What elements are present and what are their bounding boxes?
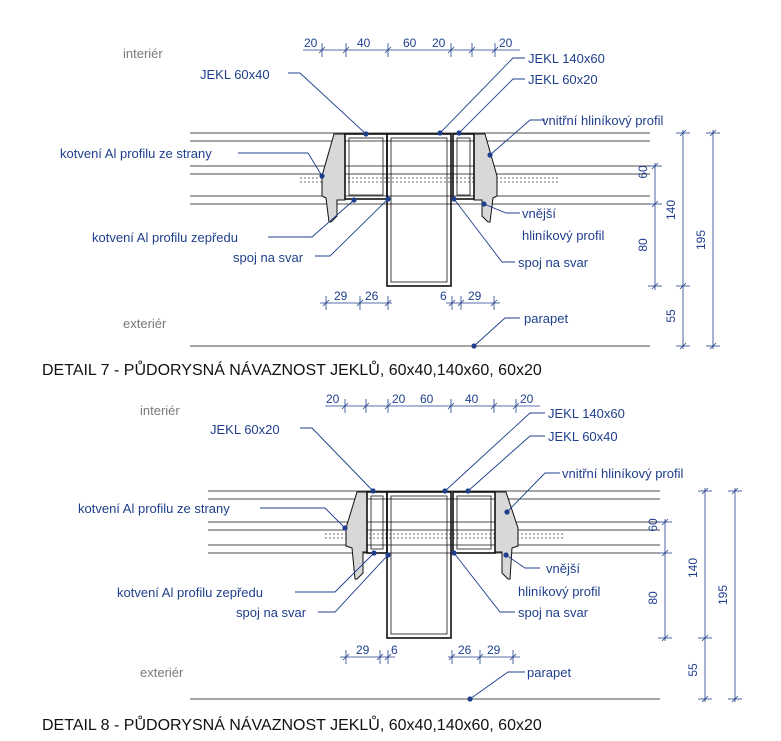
label-jekl-right: JEKL 60x20 — [528, 72, 598, 87]
label-side-anchor: kotvení Al profilu ze strany — [78, 501, 230, 516]
label-outer-profile-1: vnější — [522, 206, 556, 221]
interior-label: interiér — [140, 403, 180, 418]
dim-bottom-3: 6 — [440, 289, 447, 303]
dim-top-4: 40 — [465, 392, 479, 406]
exterior-label: exteriér — [140, 665, 184, 680]
leader-lines — [238, 57, 545, 347]
detail-8-title: DETAIL 8 - PŮDORYSNÁ NÁVAZNOST JEKLŮ, 60… — [42, 715, 542, 734]
top-dimension-chain: 20 40 60 20 20 — [303, 36, 520, 57]
wall-lines — [190, 132, 650, 347]
label-weld-right: spoj na svar — [518, 605, 589, 620]
dim-top-4: 20 — [432, 36, 446, 50]
interior-label: interiér — [123, 46, 163, 61]
label-inner-profile: vnitřní hliníkový profil — [542, 113, 663, 128]
dim-bottom-4: 29 — [468, 289, 482, 303]
dim-vert-195: 195 — [716, 585, 730, 605]
top-dimension-chain: 20 20 60 40 20 — [325, 392, 540, 413]
label-weld-left: spoj na svar — [233, 250, 304, 265]
label-jekl-left: JEKL 60x40 — [200, 67, 270, 82]
left-aluminium-profile — [321, 133, 346, 223]
dim-vert-195: 195 — [694, 230, 708, 250]
dim-vert-140: 140 — [686, 558, 700, 578]
label-side-anchor: kotvení Al profilu ze strany — [60, 146, 212, 161]
jekl-60x20 — [366, 491, 388, 554]
dim-bottom-2: 26 — [365, 289, 379, 303]
dim-vert-80: 80 — [636, 238, 650, 252]
label-outer-profile-1: vnější — [546, 561, 580, 576]
label-weld-right: spoj na svar — [518, 255, 589, 270]
dim-bottom-4: 29 — [487, 643, 501, 657]
vertical-dimension-chain: 60 80 140 55 195 — [636, 129, 720, 350]
exterior-label: exteriér — [123, 316, 167, 331]
dim-bottom-2: 6 — [391, 643, 398, 657]
label-parapet: parapet — [524, 311, 568, 326]
dim-bottom-3: 26 — [458, 643, 472, 657]
right-aluminium-profile — [473, 133, 498, 223]
jekl-140x60 — [386, 133, 452, 287]
dim-top-3: 60 — [420, 392, 434, 406]
jekl-60x40 — [344, 133, 388, 200]
dim-top-5: 20 — [499, 36, 513, 50]
bottom-dimension-chain: 29 26 6 29 — [320, 289, 500, 310]
dim-vert-60: 60 — [646, 518, 660, 532]
jekl-60x40 — [452, 491, 496, 554]
dim-top-1: 20 — [326, 392, 340, 406]
bottom-dimension-chain: 29 6 26 29 — [340, 643, 520, 664]
label-weld-left: spoj na svar — [236, 605, 307, 620]
jekl-60x20 — [452, 133, 475, 200]
detail-7-title: DETAIL 7 - PŮDORYSNÁ NÁVAZNOST JEKLŮ, 60… — [42, 360, 542, 379]
dim-bottom-1: 29 — [334, 289, 348, 303]
dim-top-2: 20 — [392, 392, 406, 406]
label-parapet: parapet — [527, 665, 571, 680]
detail-7: interiér exteriér 20 40 60 20 20 — [42, 36, 720, 379]
dim-top-2: 40 — [357, 36, 371, 50]
label-jekl-left: JEKL 60x20 — [210, 422, 280, 437]
dim-vert-140: 140 — [664, 200, 678, 220]
vertical-dimension-chain: 60 80 140 55 195 — [646, 487, 742, 703]
jekl-140x60 — [386, 491, 452, 639]
label-jekl-main: JEKL 140x60 — [548, 406, 625, 421]
label-outer-profile-2: hliníkový profil — [522, 228, 604, 243]
label-jekl-right: JEKL 60x40 — [548, 429, 618, 444]
dim-bottom-1: 29 — [356, 643, 370, 657]
label-front-anchor: kotvení Al profilu zepředu — [92, 230, 238, 245]
dim-top-1: 20 — [304, 36, 318, 50]
left-aluminium-profile — [345, 491, 368, 580]
detail-8: interiér exteriér 20 20 60 40 20 — [42, 392, 742, 734]
leader-lines — [260, 412, 560, 700]
dim-vert-55: 55 — [664, 309, 678, 323]
label-jekl-main: JEKL 140x60 — [528, 51, 605, 66]
dim-vert-55: 55 — [686, 663, 700, 677]
dim-top-5: 20 — [520, 392, 534, 406]
dim-vert-60: 60 — [636, 165, 650, 179]
label-inner-profile: vnitřní hliníkový profil — [562, 466, 683, 481]
right-aluminium-profile — [494, 491, 519, 580]
dim-vert-80: 80 — [646, 591, 660, 605]
label-front-anchor: kotvení Al profilu zepředu — [117, 585, 263, 600]
label-outer-profile-2: hliníkový profil — [518, 584, 600, 599]
dim-top-3: 60 — [403, 36, 417, 50]
